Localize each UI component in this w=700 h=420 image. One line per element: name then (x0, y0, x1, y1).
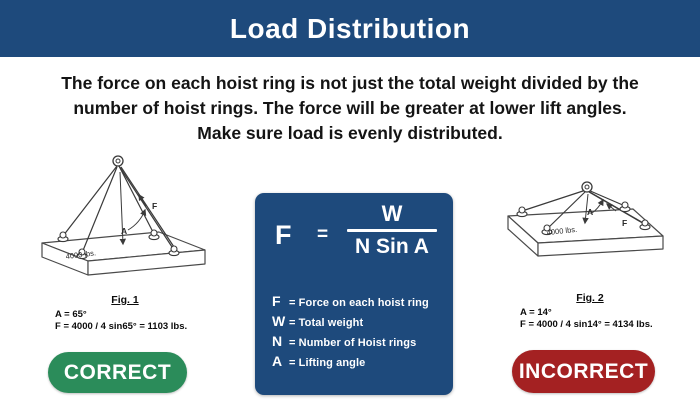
legend-row-number: N = Number of Hoist rings (272, 333, 447, 353)
fig1-angle-value: A = 65° (55, 309, 87, 320)
intro-line-3: Make sure load is evenly distributed. (197, 123, 503, 143)
fig2-hoist-diagram: A F 4000 lbs. (507, 181, 664, 257)
formula-legend: F = Force on each hoist ring W = Total w… (272, 293, 447, 373)
legend-letter-a: A (272, 353, 283, 369)
header-bar: Load Distribution (0, 0, 700, 57)
correct-badge: CORRECT (48, 352, 187, 393)
fig2-angle-value: A = 14° (520, 307, 552, 318)
vertical-arrow (582, 193, 589, 225)
fraction-bar (347, 229, 437, 232)
apex-ring (112, 155, 124, 167)
hoist-rings (516, 201, 651, 236)
formula-numerator: W (381, 201, 403, 226)
force-arrow (605, 203, 617, 212)
legend-desc-n: = Number of Hoist rings (289, 337, 417, 349)
formula-force-symbol: F (275, 220, 292, 250)
angle-arrow (127, 208, 147, 231)
incorrect-badge: INCORRECT (512, 350, 655, 393)
fig1-caption: Fig. 1 A = 65° F = 4000 / 4 sin65° = 110… (55, 294, 195, 333)
weight-label: 4000 lbs. (546, 225, 577, 237)
vertical-arrow (119, 171, 127, 246)
correct-badge-label: CORRECT (63, 360, 172, 384)
fig1-number: Fig. 1 (111, 294, 139, 306)
legend-row-weight: W = Total weight (272, 313, 447, 333)
legend-letter-n: N (272, 333, 283, 349)
fig2-number: Fig. 2 (576, 292, 604, 304)
weight-label: 4000 lbs. (65, 248, 96, 261)
intro-line-2: number of hoist rings. The force will be… (73, 98, 627, 118)
legend-desc-w: = Total weight (289, 317, 364, 329)
formula-equals: = (317, 224, 329, 245)
legend-row-angle: A = Lifting angle (272, 353, 447, 373)
legend-letter-f: F (272, 293, 281, 309)
legend-desc-a: = Lifting angle (289, 357, 366, 369)
slings (521, 189, 647, 230)
force-label: F (152, 201, 157, 211)
fig1-hoist-diagram: A F 4000 lbs. (41, 155, 206, 276)
slings (62, 165, 177, 254)
page-title: Load Distribution (229, 12, 471, 44)
intro-text: The force on each hoist ring is not just… (20, 71, 680, 146)
formula-denominator: N Sin A (355, 235, 429, 258)
angle-label: A (121, 226, 127, 236)
incorrect-badge-label: INCORRECT (518, 359, 649, 383)
legend-desc-f: = Force on each hoist ring (289, 297, 429, 309)
fig1-force-calculation: F = 4000 / 4 sin65° = 1103 lbs. (55, 321, 188, 332)
hoist-rings (57, 229, 180, 260)
apex-ring (581, 181, 593, 193)
legend-row-force: F = Force on each hoist ring (272, 293, 447, 313)
fig2-caption: Fig. 2 A = 14° F = 4000 / 4 sin14° = 413… (520, 292, 660, 331)
force-arrow (138, 193, 147, 207)
legend-letter-w: W (272, 313, 286, 329)
angle-label: A (587, 207, 593, 217)
formula-fraction: W N Sin A (347, 201, 437, 259)
fig2-force-calculation: F = 4000 / 4 sin14° = 4134 lbs. (520, 319, 653, 330)
force-label: F (622, 218, 627, 228)
angle-arrow (591, 198, 604, 214)
intro-line-1: The force on each hoist ring is not just… (61, 73, 639, 93)
formula-box: F = W N Sin A F = Force on each hoist ri… (255, 193, 453, 395)
